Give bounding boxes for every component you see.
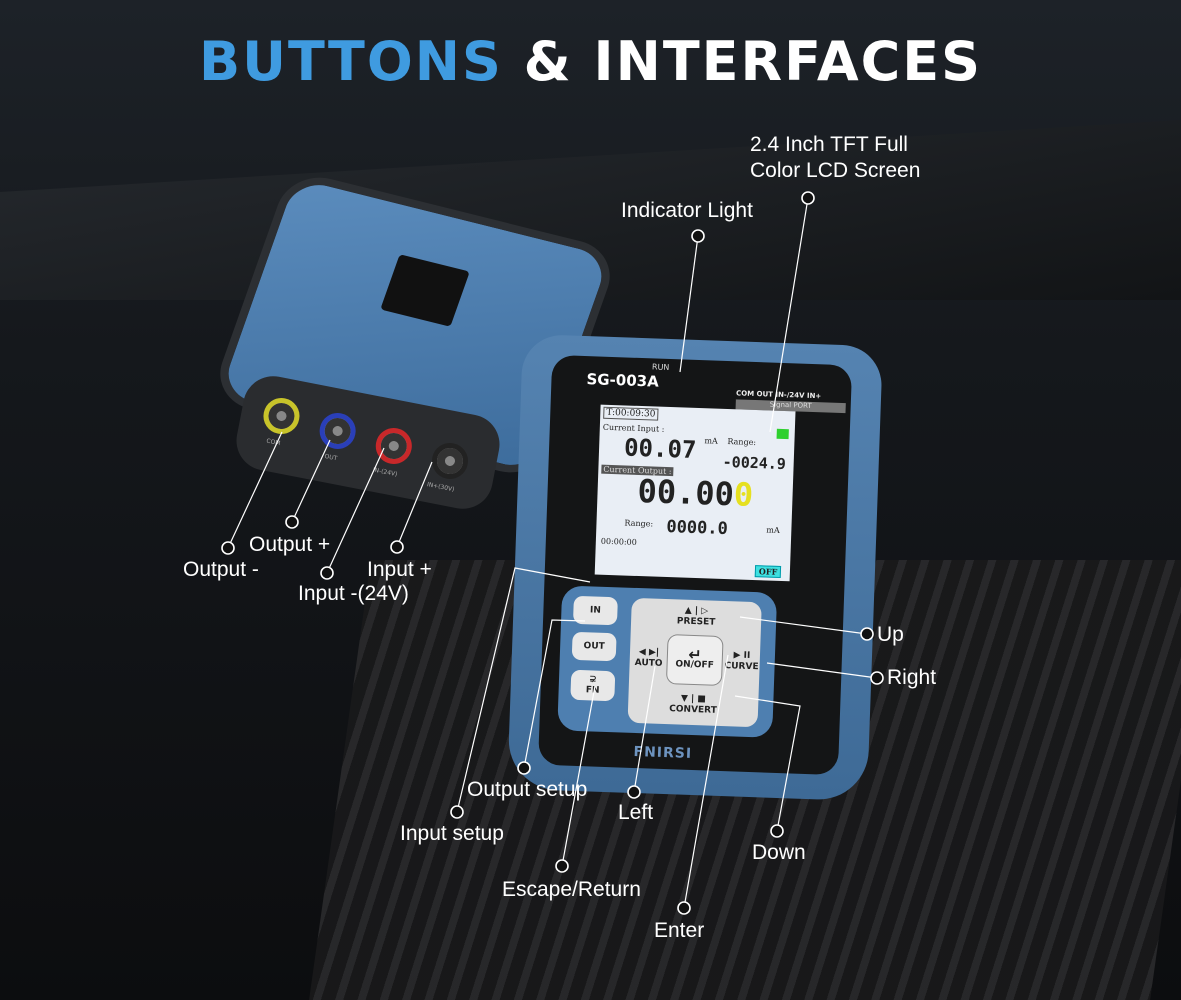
callout-screen-line1: 2.4 Inch TFT Full <box>750 133 908 156</box>
callout-down: Down <box>752 841 806 864</box>
callout-dots <box>221 191 884 915</box>
callout-escape-return: Escape/Return <box>502 878 641 901</box>
callout-output-plus: Output + <box>249 533 331 556</box>
callout-up: Up <box>877 623 904 646</box>
title-accent: BUTTONS <box>198 30 503 93</box>
callout-left: Left <box>618 801 654 824</box>
callout-input-setup: Input setup <box>400 822 504 845</box>
callout-output-setup: Output setup <box>467 778 588 801</box>
callout-enter: Enter <box>654 919 705 942</box>
callout-right: Right <box>887 666 937 689</box>
callout-output-minus: Output - <box>183 558 259 581</box>
callout-input-plus: Input + <box>367 558 432 581</box>
page-title: BUTTONS & INTERFACES <box>0 30 1181 93</box>
leader-lines <box>227 197 878 909</box>
title-rest: & INTERFACES <box>502 30 983 93</box>
callout-input-minus: Input -(24V) <box>298 582 409 605</box>
callout-screen-line2: Color LCD Screen <box>750 159 921 182</box>
callout-indicator-light: Indicator Light <box>621 199 753 222</box>
